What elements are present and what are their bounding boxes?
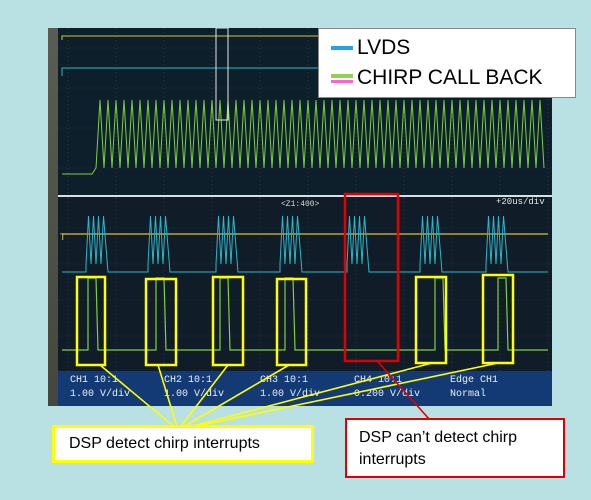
legend-item-chirp: CHIRP CALL BACK: [331, 66, 543, 90]
legend-item-lvds: LVDS: [331, 36, 410, 60]
callout-cannot-detect-text: DSP can’t detect chirp interrupts: [359, 429, 518, 468]
zoom-label: <Z1:400>: [281, 200, 320, 209]
legend-label-lvds: LVDS: [357, 36, 411, 59]
svg-text:T: T: [60, 232, 66, 242]
trigger-label: Edge CH1: [450, 374, 498, 386]
trigger-mode: Normal: [450, 388, 486, 400]
ch3-name: CH3 10:1: [260, 375, 308, 386]
ch1-name: CH1 10:1: [70, 375, 118, 386]
ch2-scale: 1.00 V/div: [164, 388, 224, 400]
ch4-scale: 0.200 V/div: [354, 388, 420, 400]
chirp-swatch-icon: [331, 72, 353, 84]
legend: LVDS CHIRP CALL BACK: [318, 28, 576, 98]
ch1-scale: 1.00 V/div: [70, 388, 130, 400]
ch4-name: CH4 10:1: [354, 375, 402, 386]
legend-label-chirp: CHIRP CALL BACK: [357, 66, 543, 89]
timebase-label: +20us/div: [496, 197, 545, 207]
lvds-swatch-icon: [331, 46, 353, 50]
ch3-scale: 1.00 V/div: [260, 388, 320, 400]
callout-detect: DSP detect chirp interrupts: [52, 425, 314, 463]
callout-cannot-detect: DSP can’t detect chirp interrupts: [345, 418, 565, 478]
lower-screen: [58, 196, 552, 371]
callout-detect-text: DSP detect chirp interrupts: [69, 435, 260, 452]
ch2-name: CH2 10:1: [164, 375, 212, 386]
